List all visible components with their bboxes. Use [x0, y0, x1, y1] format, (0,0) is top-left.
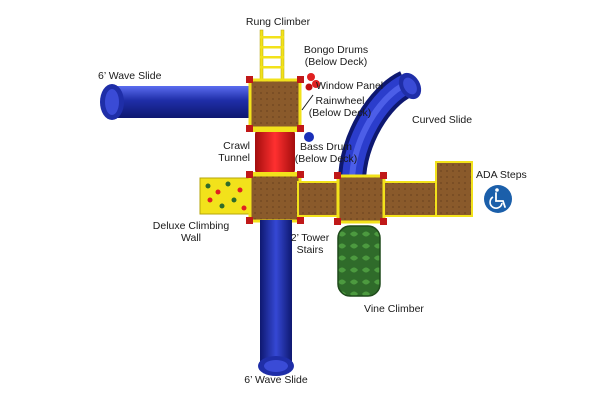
label-bass-drum: Bass Drum	[300, 141, 352, 153]
label-ada-steps: ADA Steps	[476, 169, 527, 181]
label-tower-stairs-2: Stairs	[296, 244, 324, 256]
label-tunnel: Tunnel	[218, 152, 250, 164]
wave-slide-bottom	[258, 220, 294, 376]
window-panel-leader	[301, 94, 314, 111]
label-bongo-drums: Bongo Drums	[303, 44, 369, 56]
ada-steps-ramp	[383, 161, 473, 217]
vine-climber	[337, 225, 381, 297]
bongo-drums	[305, 73, 320, 91]
wheelchair-accessibility-icon	[484, 185, 512, 213]
walkway	[297, 181, 341, 217]
label-bass-drum-note: (Below Deck)	[294, 153, 358, 165]
label-crawl: Crawl	[223, 140, 250, 152]
label-bongo-drums-note: (Below Deck)	[304, 56, 368, 68]
deluxe-climbing-wall	[199, 177, 253, 215]
label-climbing-wall-1: Deluxe Climbing	[152, 220, 230, 232]
label-tower-stairs-1: 2’ Tower	[290, 232, 330, 244]
deck-posts	[246, 76, 387, 225]
label-curved-slide: Curved Slide	[412, 114, 473, 126]
label-rung-climber: Rung Climber	[245, 16, 311, 28]
right-deck	[336, 174, 386, 224]
label-climbing-wall-2: Wall	[180, 232, 202, 244]
crawl-tunnel	[252, 128, 298, 176]
lower-deck	[248, 173, 302, 223]
label-window-panel: Window Panel	[316, 80, 384, 92]
curved-slide	[338, 71, 422, 183]
rung-climber	[259, 29, 285, 83]
label-wave-slide-bottom: 6’ Wave Slide	[244, 374, 308, 386]
upper-deck	[248, 78, 302, 130]
bass-drum	[304, 132, 314, 142]
label-vine-climber: Vine Climber	[364, 303, 424, 315]
label-wave-slide-top: 6’ Wave Slide	[98, 70, 162, 82]
label-rainwheel: Rainwheel	[315, 95, 365, 107]
label-rainwheel-note: (Below Deck)	[308, 107, 372, 119]
wave-slide-top	[100, 84, 260, 120]
